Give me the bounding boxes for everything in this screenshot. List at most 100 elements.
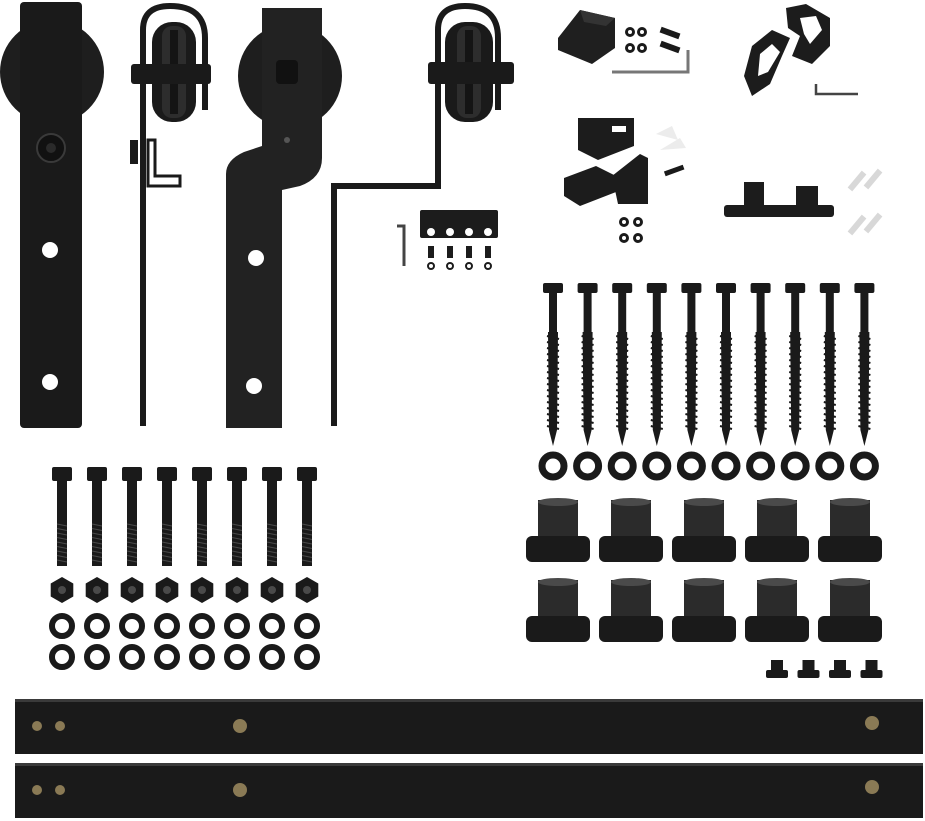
flat-washer (119, 644, 145, 670)
track-rails (15, 699, 923, 818)
flat-washer (154, 613, 180, 639)
rail-hole (233, 719, 247, 733)
track-brackets (558, 10, 690, 74)
hex-bolts (52, 467, 317, 566)
allen-wrench (612, 50, 690, 74)
lag-washer (573, 451, 603, 481)
lag-washer (849, 451, 879, 481)
lag-washer (676, 451, 706, 481)
hanger-bent-side (331, 2, 514, 426)
hanger-straight-side (130, 2, 211, 426)
hex-nut (120, 577, 144, 603)
flat-washer (259, 644, 285, 670)
rail-hole (233, 783, 247, 797)
strap-hole (246, 378, 262, 394)
rail-hole (32, 721, 42, 731)
spacer (672, 498, 736, 562)
strap-hole (42, 242, 58, 258)
lag-screw (612, 283, 633, 446)
hanger-bent-front (226, 8, 342, 428)
small-stop (797, 660, 820, 678)
lag-screw (750, 283, 771, 446)
hex-bolt (262, 467, 282, 566)
small-stop (829, 660, 851, 678)
lag-screw (716, 283, 736, 446)
hex-bolt (122, 467, 142, 566)
hex-nut (225, 577, 249, 603)
flat-washer (224, 644, 250, 670)
rail-hole (865, 716, 879, 730)
lag-screw (681, 283, 702, 446)
lag-screw (577, 283, 598, 446)
lag-washer (815, 451, 845, 481)
rail-hole (32, 785, 42, 795)
hex-bolt (157, 467, 177, 566)
track-rail (15, 699, 923, 754)
flat-washer (294, 644, 320, 670)
spacer (745, 578, 809, 642)
lag-washer (711, 451, 741, 481)
bent-strap (226, 8, 322, 428)
spacer (526, 578, 590, 642)
hex-bolt (192, 467, 212, 566)
spacer (672, 578, 736, 642)
strap-hole (42, 374, 58, 390)
lag-washer (642, 451, 672, 481)
small-stop (766, 660, 788, 678)
hex-nut (260, 577, 284, 603)
flat-washer (294, 613, 320, 639)
spacer (745, 498, 809, 562)
flat-washer (49, 644, 75, 670)
hex-nut (85, 577, 109, 603)
hex-nuts (50, 577, 319, 603)
hanger-straight-front (0, 2, 104, 428)
anti-jump-block (397, 210, 498, 270)
spacer (599, 578, 663, 642)
lag-washer (538, 451, 568, 481)
lag-washer (746, 451, 776, 481)
track-rail (15, 763, 923, 818)
floor-guide (724, 168, 883, 236)
flat-washer (189, 613, 215, 639)
spacer (818, 578, 882, 642)
lag-screw (819, 283, 840, 446)
flat-washer (259, 613, 285, 639)
flat-washer (84, 644, 110, 670)
rail-hole (55, 721, 65, 731)
spacer (818, 498, 882, 562)
lag-screws (543, 283, 875, 446)
hex-bolt (227, 467, 247, 566)
hex-bolt (87, 467, 107, 566)
flat-washer (49, 613, 75, 639)
small-stoppers (766, 660, 883, 678)
wall-anchors (847, 168, 883, 236)
rail-hole (55, 785, 65, 795)
hex-nut (190, 577, 214, 603)
small-stop (860, 660, 883, 678)
lag-screw (646, 283, 667, 446)
spacers (526, 498, 882, 642)
spacer (599, 498, 663, 562)
lag-screw (854, 283, 875, 446)
lag-washer (780, 451, 810, 481)
hanger-strap (20, 2, 82, 428)
lag-washer (607, 451, 637, 481)
flat-washers (49, 613, 320, 670)
lag-screw-washers (538, 451, 879, 481)
flat-washer (154, 644, 180, 670)
hex-bolt (297, 467, 317, 566)
strap-hole (248, 250, 264, 266)
flat-washer (84, 613, 110, 639)
floor-guide-brackets (564, 118, 686, 243)
allen-wrench (814, 84, 858, 96)
end-stops (744, 4, 858, 96)
hex-nut (50, 577, 74, 603)
hex-nut (155, 577, 179, 603)
flat-washer (189, 644, 215, 670)
spacer (526, 498, 590, 562)
lag-screw (785, 283, 806, 446)
hex-nut (295, 577, 319, 603)
flat-washer (119, 613, 145, 639)
flat-washer (224, 613, 250, 639)
